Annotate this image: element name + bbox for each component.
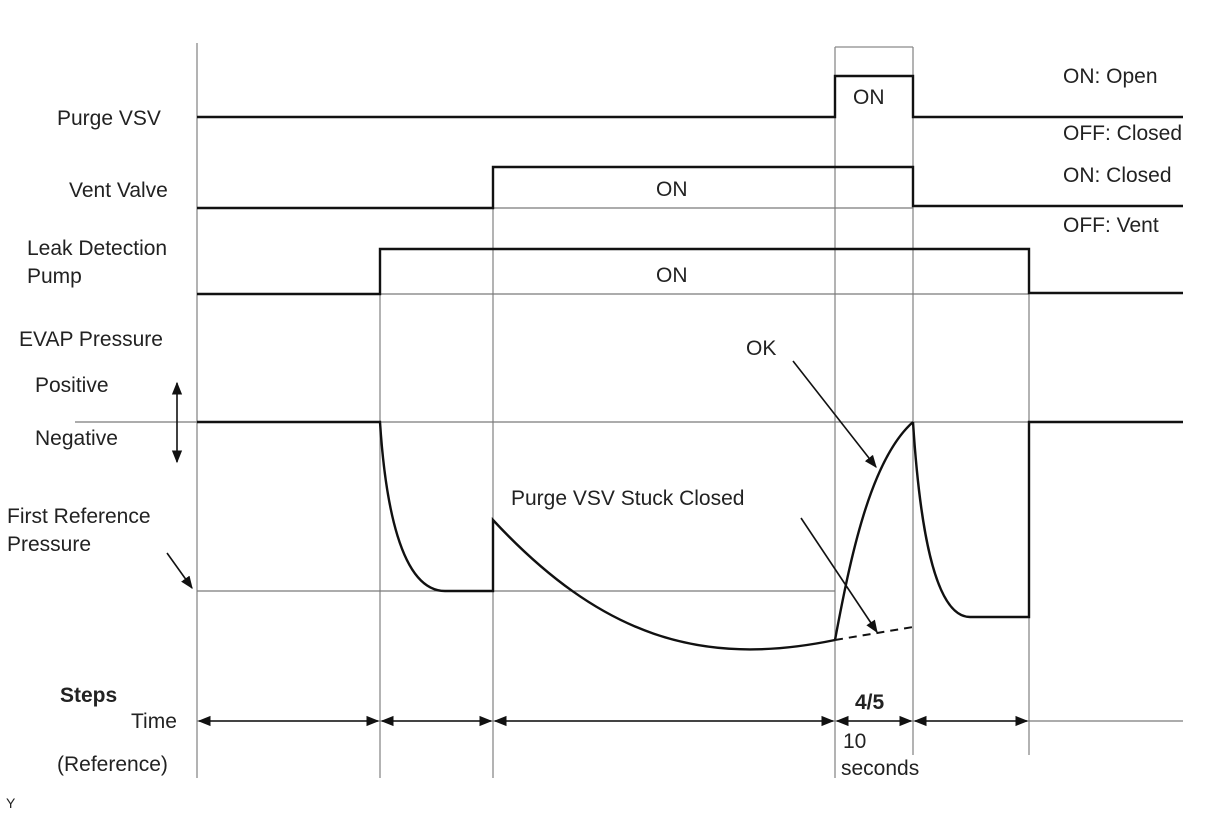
negative-label: Negative (35, 427, 118, 450)
purge-off-state: OFF: Closed (1063, 122, 1182, 145)
pump-on-label: ON (656, 264, 688, 287)
duration-unit: seconds (841, 757, 919, 780)
leak-pump-label-line2: Pump (27, 265, 82, 288)
evap-pressure-ok-curve (833, 421, 914, 641)
stuck-closed-curve (834, 626, 914, 641)
purge-vsv-label: Purge VSV (57, 107, 161, 130)
ok-annotation: OK (746, 337, 776, 360)
purge-on-label: ON (853, 86, 885, 109)
time-label: Time (131, 710, 177, 733)
first-reference-arrow (166, 552, 193, 590)
duration-value: 10 (843, 730, 866, 753)
vent-on-state: ON: Closed (1063, 164, 1172, 187)
vent-valve-label: Vent Valve (69, 179, 168, 202)
stuck-closed-arrow (800, 517, 878, 634)
leak-pump-signal (197, 247, 1183, 296)
steps-label: Steps (60, 684, 117, 707)
purge-vsv-signal (197, 74, 1183, 119)
evap-pressure-recovery-curve (911, 420, 1183, 619)
purge-on-state: ON: Open (1063, 65, 1158, 88)
evap-pressure-label: EVAP Pressure (19, 328, 163, 351)
stuck-closed-annotation: Purge VSV Stuck Closed (511, 487, 744, 510)
vent-on-label: ON (656, 178, 688, 201)
corner-mark: Y (6, 795, 16, 811)
vent-valve-signal (197, 165, 1183, 210)
ok-arrow (792, 360, 877, 469)
step-4-5-label: 4/5 (855, 691, 885, 714)
first-reference-label-line2: Pressure (7, 533, 91, 556)
reference-label: (Reference) (57, 753, 168, 776)
timing-gridlines (196, 43, 1030, 778)
vent-off-state: OFF: Vent (1063, 214, 1159, 237)
first-reference-label-line1: First Reference (7, 505, 151, 528)
evap-pressure-curve (197, 420, 836, 651)
leak-pump-label-line1: Leak Detection (27, 237, 167, 260)
positive-label: Positive (35, 374, 109, 397)
baselines (75, 207, 1183, 592)
